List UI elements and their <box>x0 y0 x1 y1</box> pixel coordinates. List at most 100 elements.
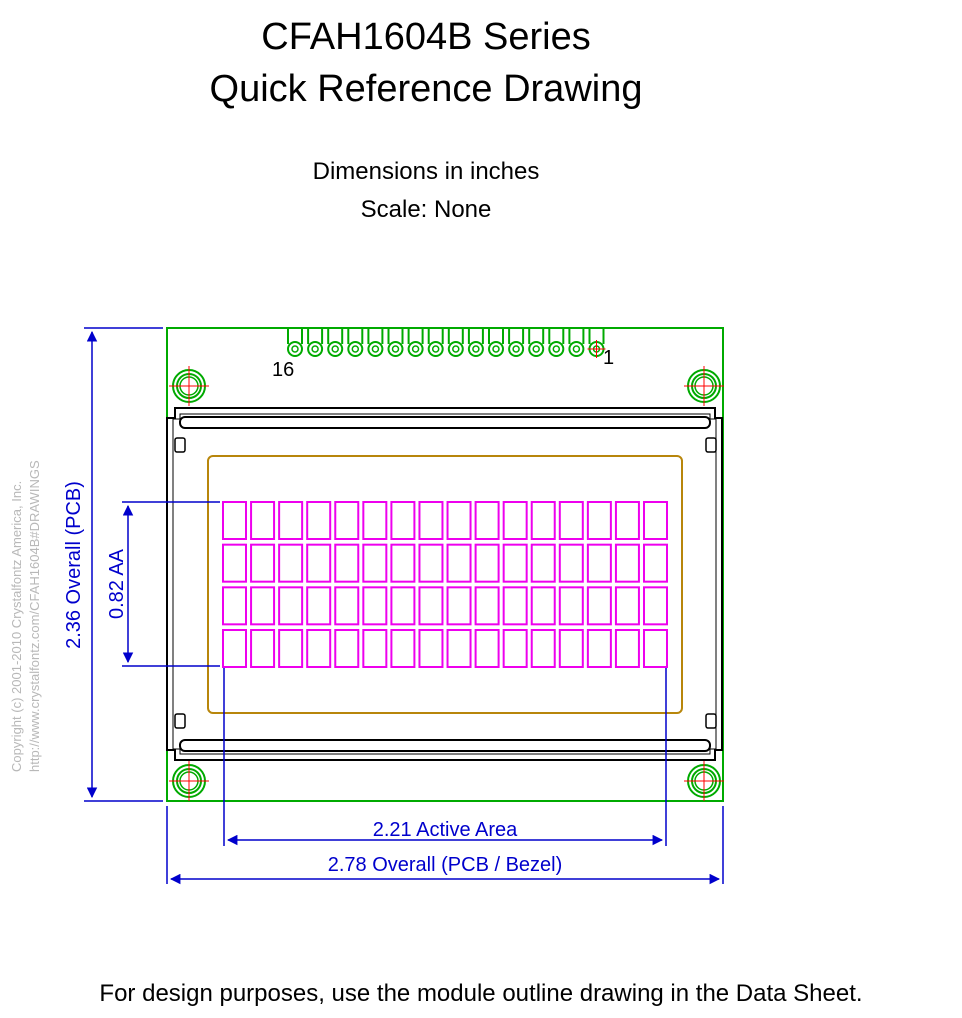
pin-header <box>287 328 606 358</box>
character-cell <box>530 543 556 583</box>
character-cell <box>418 586 444 626</box>
character-cell <box>614 629 640 668</box>
scale-note: Scale: None <box>360 196 492 223</box>
dimension-height-active <box>122 501 220 667</box>
pin <box>427 328 444 357</box>
character-cell <box>250 586 276 626</box>
character-cell <box>474 543 500 583</box>
character-cell <box>502 629 528 668</box>
character-cell <box>334 629 360 668</box>
character-cell <box>502 543 528 583</box>
character-cell <box>362 543 388 583</box>
pin <box>407 328 424 357</box>
pin <box>327 328 344 357</box>
mounting-hole <box>169 761 209 801</box>
character-cell <box>390 501 416 540</box>
character-cell <box>334 501 360 540</box>
character-cell <box>614 586 640 626</box>
character-cell <box>474 501 500 540</box>
pin-1-label: 1 <box>603 347 614 369</box>
character-cell <box>390 543 416 583</box>
character-cell <box>446 629 472 668</box>
pin <box>548 328 565 357</box>
character-cell <box>362 501 388 540</box>
mounting-hole <box>169 366 209 406</box>
dimension-width-overall <box>166 806 724 885</box>
pin <box>347 328 364 357</box>
pin <box>488 328 504 357</box>
character-cell <box>418 543 444 583</box>
character-cell <box>614 543 640 583</box>
pin <box>307 328 324 357</box>
pin <box>528 328 545 357</box>
character-cell <box>558 543 584 583</box>
drawing-title: CFAH1604B Series <box>261 16 591 58</box>
character-cell <box>306 629 332 668</box>
character-cell <box>334 586 360 626</box>
footer-note: For design purposes, use the module outl… <box>99 980 863 1007</box>
character-cell <box>306 543 332 583</box>
dimension-height-overall <box>84 327 163 802</box>
units-note: Dimensions in inches <box>312 158 540 185</box>
mounting-holes <box>169 366 724 801</box>
character-cell <box>530 586 556 626</box>
character-cell <box>250 543 276 583</box>
character-cell <box>586 586 612 626</box>
pin <box>287 328 303 357</box>
character-cell <box>586 501 612 540</box>
character-cell <box>446 586 472 626</box>
character-cell <box>558 629 584 668</box>
character-cell <box>222 586 247 626</box>
character-cell <box>530 501 556 540</box>
character-cell <box>278 629 304 668</box>
width-active-label: 2.21 Active Area <box>373 819 518 841</box>
character-cell <box>278 586 304 626</box>
character-cell <box>643 629 668 668</box>
character-cell <box>278 501 304 540</box>
mounting-hole <box>684 366 724 406</box>
character-cell <box>558 501 584 540</box>
dimension-width-active <box>223 668 667 846</box>
viewing-area <box>207 455 683 714</box>
character-grid <box>222 501 668 668</box>
pin-16-label: 16 <box>272 359 294 381</box>
character-cell <box>558 586 584 626</box>
character-cell <box>446 501 472 540</box>
character-cell <box>306 501 332 540</box>
pin <box>568 328 585 357</box>
pin <box>508 328 525 357</box>
character-cell <box>362 586 388 626</box>
character-cell <box>362 629 388 668</box>
character-cell <box>586 629 612 668</box>
character-cell <box>278 543 304 583</box>
character-cell <box>643 586 668 626</box>
character-cell <box>643 543 668 583</box>
character-cell <box>250 629 276 668</box>
character-cell <box>390 629 416 668</box>
height-overall-label: 2.36 Overall (PCB) <box>63 481 85 649</box>
character-cell <box>530 629 556 668</box>
character-cell <box>502 586 528 626</box>
character-cell <box>222 543 247 583</box>
character-cell <box>502 501 528 540</box>
character-cell <box>222 629 247 668</box>
character-cell <box>446 543 472 583</box>
mounting-hole <box>684 761 724 801</box>
character-cell <box>222 501 247 540</box>
character-cell <box>334 543 360 583</box>
pin <box>467 328 484 357</box>
pin <box>367 328 384 357</box>
height-active-label: 0.82 AA <box>106 548 128 619</box>
bezel <box>166 407 723 761</box>
character-cell <box>586 543 612 583</box>
character-cell <box>614 501 640 540</box>
width-overall-label: 2.78 Overall (PCB / Bezel) <box>328 854 563 876</box>
character-cell <box>474 586 500 626</box>
character-cell <box>390 586 416 626</box>
character-cell <box>250 501 276 540</box>
drawing-subtitle-title: Quick Reference Drawing <box>209 68 643 110</box>
character-cell <box>306 586 332 626</box>
pin <box>387 328 404 357</box>
character-cell <box>418 501 444 540</box>
